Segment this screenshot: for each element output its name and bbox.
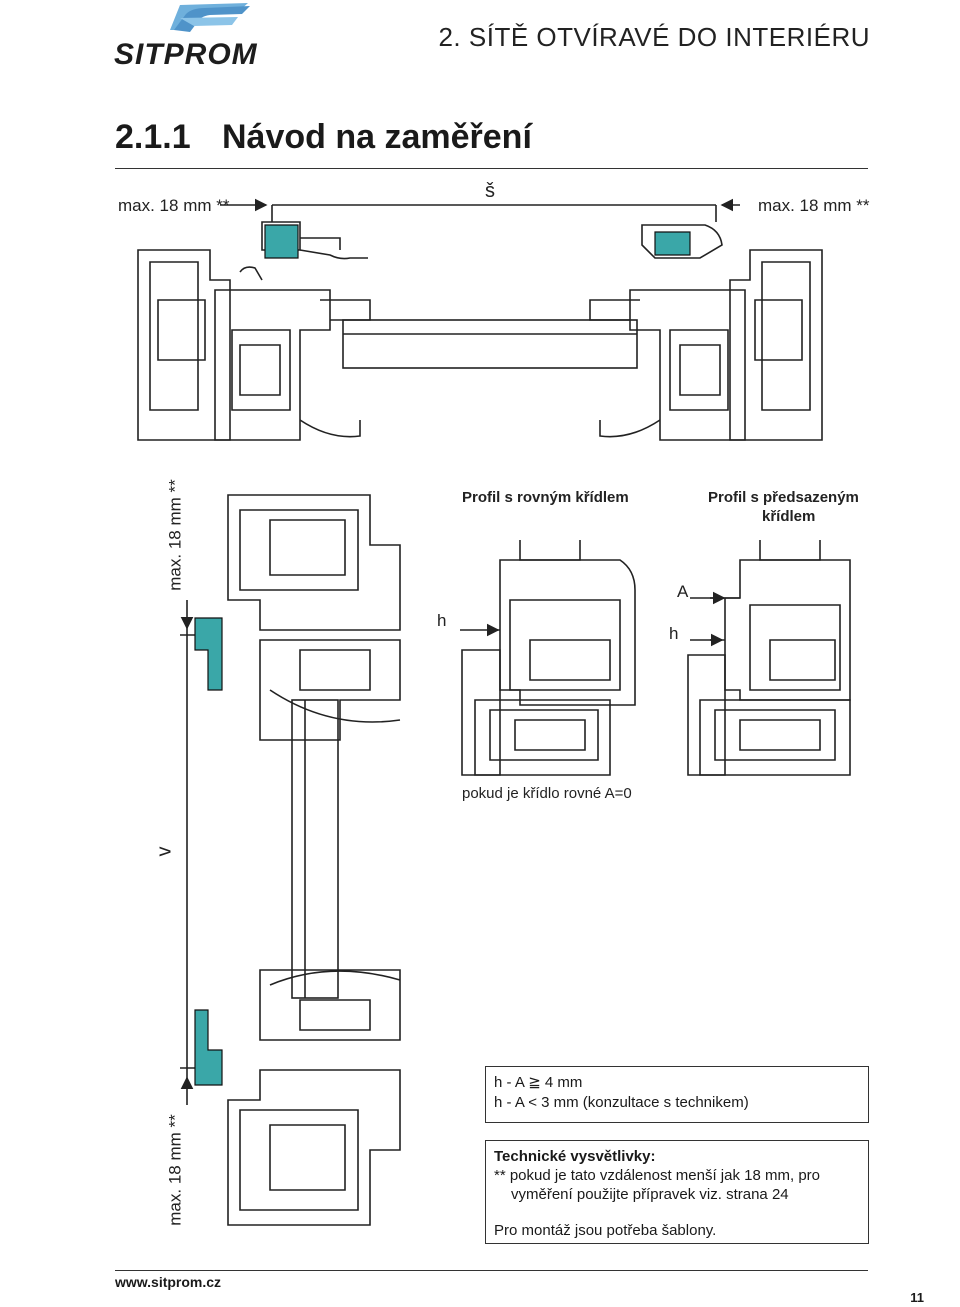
detail-offset-title-line1: Profil s předsazeným — [708, 489, 859, 506]
footer-website-link[interactable]: www.sitprom.cz — [115, 1274, 222, 1290]
screen-profile-side-top — [194, 617, 223, 691]
section-number: 2.1.1 — [115, 118, 191, 156]
rule-line-2: h - A < 3 mm (konzultace s technikem) — [494, 1094, 749, 1111]
top-right-max-label: max. 18 mm ** — [758, 196, 870, 215]
screen-profiles — [194, 224, 691, 1086]
notes-line-3: Pro montáž jsou potřeba šablony. — [494, 1222, 717, 1239]
detail-straight-caption: pokud je křídlo rovné A=0 — [462, 785, 632, 802]
section-title: Návod na zaměření — [222, 118, 532, 156]
width-label: š — [485, 180, 495, 202]
left-frame-profile — [137, 221, 371, 441]
screen-profile-top-left — [264, 224, 299, 259]
svg-text:SITPROM: SITPROM — [114, 38, 258, 71]
notes-line-2: vyměření použijte přípravek viz. strana … — [511, 1186, 789, 1203]
side-bottom-max-label: max. 18 mm ** — [165, 1114, 185, 1226]
sitprom-logo: SITPROM — [114, 3, 258, 71]
chapter-heading: 2. SÍTĚ OTVÍRAVÉ DO INTERIÉRU — [438, 22, 870, 52]
glass-pane — [342, 319, 638, 369]
top-frame-vertical — [227, 494, 401, 741]
right-frame-profile — [589, 224, 823, 441]
page-number: 11 — [910, 1290, 924, 1305]
notes-title: Technické vysvětlivky: — [494, 1148, 656, 1165]
tolerance-rules-box: h - A ≧ 4 mm h - A < 3 mm (konzultace s … — [485, 1066, 869, 1123]
detail-offset-a-label: A — [677, 582, 689, 601]
rule-line-1: h - A ≧ 4 mm — [494, 1074, 583, 1091]
detail-straight-title: Profil s rovným křídlem — [462, 489, 629, 506]
vertical-glass-pane — [291, 699, 339, 999]
side-top-max-label: max. 18 mm ** — [165, 479, 185, 591]
detail-offset-title-line2: křídlem — [762, 508, 816, 525]
detail-offset-h-label: h — [669, 624, 679, 643]
header-divider — [115, 168, 868, 169]
detail-straight-profile — [461, 540, 636, 776]
detail-offset-profile — [687, 540, 851, 776]
top-left-max-label: max. 18 mm ** — [118, 196, 230, 215]
detail-straight-h-label: h — [437, 611, 447, 630]
notes-line-1: ** pokud je tato vzdálenost menší jak 18… — [494, 1167, 821, 1184]
footer-divider — [115, 1270, 868, 1271]
height-label: v — [153, 846, 176, 857]
screen-profile-top-right — [654, 231, 691, 256]
screen-profile-side-bottom — [194, 1009, 223, 1086]
bottom-frame-vertical — [227, 969, 401, 1226]
technical-notes-box: Technické vysvětlivky: ** pokud je tato … — [485, 1140, 869, 1244]
